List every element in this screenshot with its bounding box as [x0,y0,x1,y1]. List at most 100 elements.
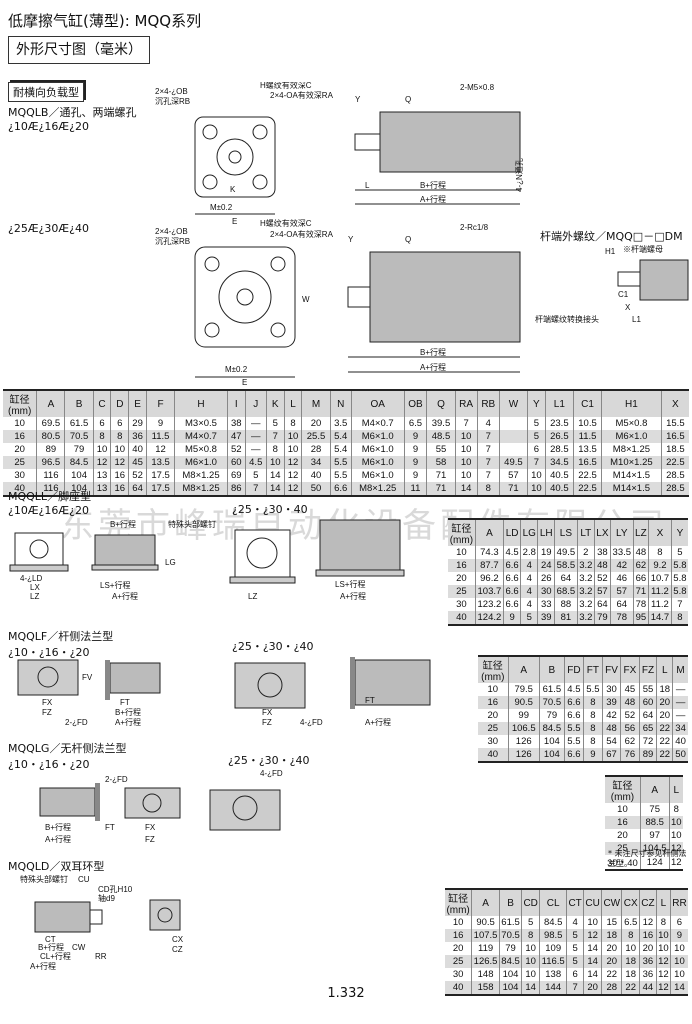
dimension-label: Q [405,235,411,244]
column-header: Q [426,389,456,417]
dimension-label: FT [120,698,130,707]
table-cell: 18.5 [660,443,689,456]
table-cell: 20 [638,942,657,955]
dimension-label: H螺纹有效深C [260,82,312,90]
table-cell: 98.5 [539,929,567,942]
table-cell: 13 [92,469,111,482]
table-cell: 6.6 [503,598,521,611]
table-cell: 103.7 [474,585,504,598]
column-header: L [668,775,683,803]
table-cell: 69.5 [36,417,65,430]
table-cell: 23.5 [544,417,574,430]
column-header: D [110,389,129,417]
table-cell: 5 [527,430,546,443]
table-cell: 126.5 [471,955,500,968]
table-cell: 40 [672,735,688,748]
table-cell: 64 [128,482,147,497]
dimension-label: M±0.2 [210,203,233,212]
table-cell: 30・40 [605,855,641,871]
table-cell: 106.5 [507,722,540,735]
mqqlg-title: MQQLG／无杆侧法兰型 [8,742,127,755]
table-cell: 30 [456,599,467,610]
table-cell: 9 [582,748,603,763]
table-cell: 10 [583,916,602,929]
table-cell: 52 [226,443,246,456]
table-cell: 96.5 [36,456,65,469]
table-cell: 64 [593,598,611,611]
table-cell: 9 [403,456,427,469]
mqqlf-title: MQQLF／杆侧法兰型 [8,630,114,643]
table-cell: 5 [527,417,546,430]
column-header: Y [527,389,546,417]
table-cell: 48 [601,722,621,735]
column-header: N [329,389,352,417]
table-cell: 18 [656,683,673,696]
table-cell: 15 [601,916,622,929]
table-cell: 20 [656,709,673,722]
column-header: L [656,655,673,683]
table-cell: 57 [498,469,528,482]
table-cell: 10 [655,942,671,955]
table-cell: 46 [609,572,634,585]
table-cell: 33 [537,598,555,611]
table-cell: 5 [566,942,584,955]
table-cell: — [672,709,688,722]
table-cell: 40 [445,981,472,996]
column-header: FT [582,655,603,683]
table-cell: 25.5 [301,430,331,443]
dimension-label: CZ [172,945,183,954]
table-cell: 22.5 [660,456,689,469]
table-cell: 6.6 [329,482,352,497]
table-cell: 6.5 [621,916,640,929]
table-cell: 61.5 [498,916,522,929]
column-header: K [265,389,285,417]
table-cell: 89 [36,443,65,456]
table-cell: 36 [128,430,147,443]
table-cell: 48 [620,696,640,709]
table-cell: 25 [478,722,509,735]
table-cell: 12 [283,482,302,497]
table-cell: 6 [566,968,584,981]
page-number: 1.332 [327,986,365,1001]
dimension-label: ※杆端螺母 [623,244,663,254]
table-cell: 20 [583,981,602,996]
table-cell: 25 [3,456,37,469]
table-cell: 20 [656,696,673,709]
table-cell: 20 [617,830,628,841]
table-cell: M14×1.5 [601,469,662,482]
table-cell [498,430,528,443]
dimension-label: FX [145,823,156,832]
table-cell: 28 [601,981,622,996]
table-cell: 5 [566,929,584,942]
column-header: OA [350,389,405,417]
table-cell: 14 [669,981,688,996]
column-header: W [498,389,528,417]
dimension-label: LS+行程 [335,579,365,589]
column-header: I [226,389,246,417]
table-cell: 62 [632,559,649,572]
table-cell: — [244,430,267,443]
table-cell: 61.5 [64,417,94,430]
table-cell: 7 [244,482,267,497]
table-cell: 6.6 [503,585,521,598]
dimension-label: LZ [248,592,257,600]
table-cell: 2.8 [520,546,538,559]
column-header: A [639,775,670,803]
table-cell: 14.7 [648,611,672,626]
dimension-label: A+行程 [112,591,138,600]
table-cell: 22 [621,981,640,996]
type-tag: 耐横向负载型 [8,82,84,102]
table-cell: 9 [145,417,175,430]
table-cell: 12 [655,955,671,968]
dimension-label: FX [262,708,273,717]
table-cell: 16.5 [572,456,602,469]
table-cell: 47 [226,430,246,443]
table-cell: 104.5 [639,842,670,855]
table-cell: 84.5 [498,955,522,968]
